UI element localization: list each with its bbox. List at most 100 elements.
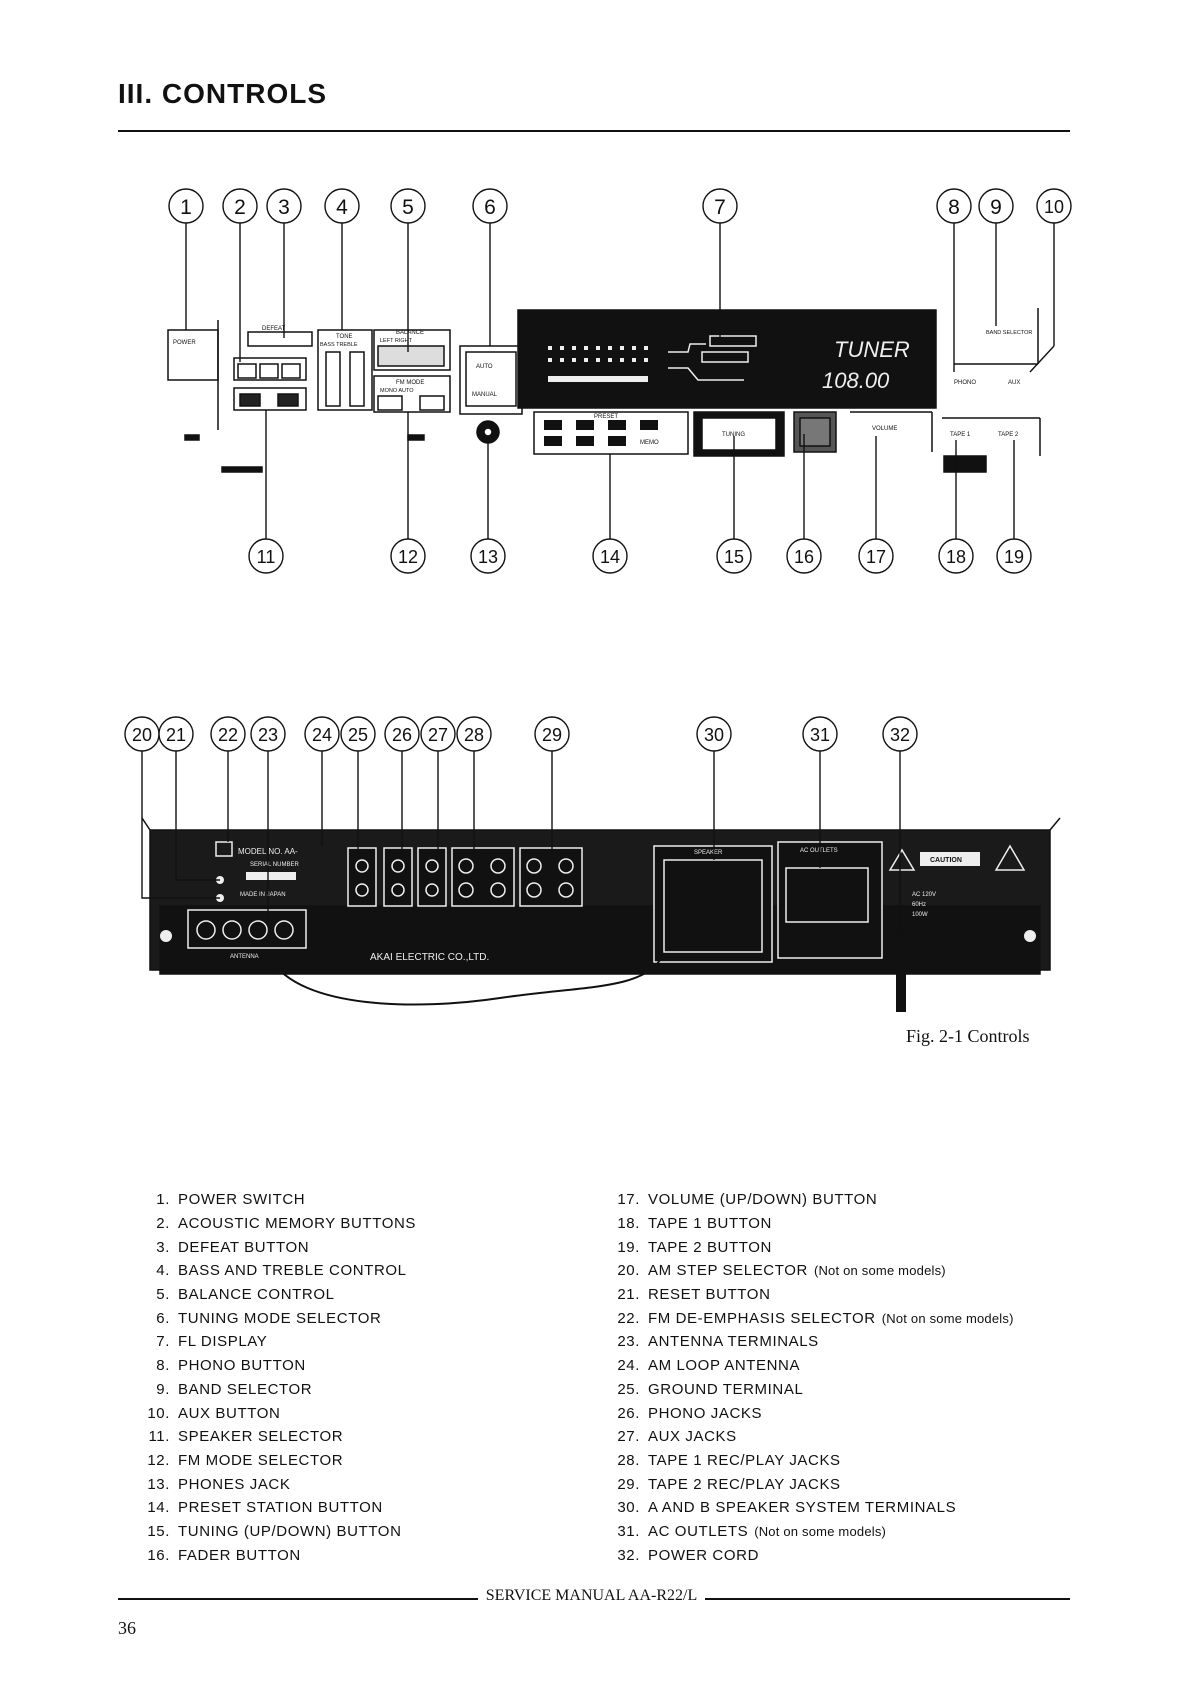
legend-item-number: 4. [156, 1262, 170, 1280]
legend-item: 3.DEFEAT BUTTON [130, 1235, 416, 1259]
band-selector-label: BAND SELECTOR [986, 330, 1032, 336]
legend-item: 21.RESET BUTTON [600, 1283, 1014, 1307]
legend-item: 31.AC OUTLETS(Not on some models) [600, 1520, 1014, 1544]
legend-item-text: FM DE-EMPHASIS SELECTOR [648, 1309, 876, 1327]
svg-text:4: 4 [336, 196, 348, 219]
callout-31: 31 [802, 716, 838, 868]
rear-panel: MODEL NO. AA- SERIAL NUMBER MADE IN JAPA… [141, 817, 1061, 1012]
tone-control-box [317, 329, 373, 411]
callout-29: 29 [534, 716, 570, 858]
callout-13: 13 [470, 443, 506, 574]
callout-10: 10 [1029, 188, 1072, 373]
legend-item: 4. BASS AND TREBLE CONTROL [130, 1259, 416, 1283]
legend-item: 8.PHONO BUTTON [130, 1354, 416, 1378]
svg-text:32: 32 [890, 725, 910, 745]
svg-text:25: 25 [348, 725, 368, 745]
power-switch-box [167, 329, 219, 381]
legend-item-number: 18. [617, 1215, 640, 1233]
callout-11: 11 [248, 410, 284, 574]
caution-triangle-right [994, 844, 1026, 871]
tuning-label: TUNING [722, 432, 745, 438]
legend-item-number: 6. [156, 1309, 170, 1327]
bass-treble-label: BASS TREBLE [320, 342, 358, 348]
legend-item: 1.POWER SWITCH [130, 1188, 416, 1212]
legend-item-text: SPEAKER SELECTOR [178, 1428, 344, 1446]
legend-item: 7. FL DISPLAY [130, 1330, 416, 1354]
caution-label: CAUTION [930, 857, 962, 864]
legend-item-number: 31. [617, 1522, 640, 1540]
phono-label: PHONO [954, 380, 976, 386]
callout-5: 5 [390, 188, 426, 352]
tone-label: TONE [336, 334, 353, 340]
legend-item-text: GROUND TERMINAL [648, 1380, 804, 1398]
legend-item-text: BASS AND TREBLE CONTROL [178, 1262, 407, 1280]
legend-item: 15. TUNING (UP/DOWN) BUTTON [130, 1520, 416, 1544]
auto-label: AUTO [476, 364, 493, 370]
legend-item-text: A AND B SPEAKER SYSTEM TERMINALS [648, 1499, 957, 1517]
legend-item-note: (Not on some models) [881, 1310, 1014, 1326]
display-dots [548, 346, 648, 382]
legend-item-number: 1. [156, 1191, 170, 1209]
legend-item: 10.AUX BUTTON [130, 1401, 416, 1425]
svg-text:30: 30 [704, 725, 724, 745]
legend-item-text: FL DISPLAY [178, 1333, 268, 1351]
legend-item-text: FADER BUTTON [178, 1546, 301, 1564]
footer-text: SERVICE MANUAL AA-R22/L [478, 1587, 705, 1605]
balance-label: BALANCE [396, 330, 424, 336]
svg-text:28: 28 [464, 725, 484, 745]
footer-rule-right [705, 1598, 1070, 1600]
legend-item-number: 12. [147, 1451, 170, 1469]
legend-item-number: 11. [148, 1428, 170, 1446]
legend-item-text: TAPE 1 BUTTON [648, 1215, 772, 1233]
legend-item-number: 14. [147, 1499, 170, 1517]
legend-item-number: 15. [147, 1522, 170, 1540]
legend-item-number: 19. [617, 1238, 640, 1256]
svg-text:22: 22 [218, 725, 238, 745]
legend-item-number: 7. [156, 1333, 170, 1351]
legend-item-text: AM STEP SELECTOR [648, 1262, 808, 1280]
callout-16: 16 [786, 434, 822, 574]
callout-14: 14 [592, 454, 628, 574]
fm-mode-box [373, 375, 451, 413]
power-label: POWER [173, 340, 196, 346]
volume-label: VOLUME [872, 426, 897, 432]
callout-9: 9 [978, 188, 1014, 326]
legend-item-note: (Not on some models) [813, 1263, 946, 1279]
legend-item-number: 21. [617, 1286, 640, 1304]
legend-item-number: 30. [617, 1499, 640, 1517]
callout-21: 21 [158, 716, 220, 881]
rating-freq-label: 60Hz [912, 902, 926, 908]
legend-item-number: 13. [147, 1475, 170, 1493]
legend-item-text: BALANCE CONTROL [178, 1286, 335, 1304]
legend-item-text: TUNING MODE SELECTOR [178, 1309, 382, 1327]
legend-item-number: 26. [617, 1404, 640, 1422]
svg-text:3: 3 [278, 196, 290, 219]
legend-item: 26.PHONO JACKS [600, 1401, 1014, 1425]
fm-mode-label: FM MODE [396, 380, 424, 386]
legend-item: 16.FADER BUTTON [130, 1543, 416, 1567]
legend-item-text: BAND SELECTOR [178, 1380, 313, 1398]
legend-item-text: TAPE 1 REC/PLAY JACKS [648, 1451, 841, 1469]
callouts-top: 1 2 3 4 5 6 7 8 9 10 [168, 188, 1072, 373]
legend-item-text: VOLUME (UP/DOWN) BUTTON [648, 1191, 878, 1209]
page-number: 36 [118, 1618, 136, 1638]
callouts-bottom: 11 12 13 14 15 16 17 18 19 [248, 410, 1032, 574]
mono-auto-label: MONO AUTO [380, 388, 414, 394]
callout-2: 2 [222, 188, 258, 362]
legend-item: 22.FM DE-EMPHASIS SELECTOR(Not on some m… [600, 1306, 1014, 1330]
svg-text:14: 14 [600, 547, 620, 567]
legend-item-text: TAPE 2 REC/PLAY JACKS [648, 1475, 841, 1493]
legend-item-text: PRESET STATION BUTTON [178, 1499, 383, 1517]
legend-item: 20.AM STEP SELECTOR(Not on some models) [600, 1259, 1014, 1283]
legend-item-text: TUNING (UP/DOWN) BUTTON [178, 1522, 402, 1540]
legend-item-text: DEFEAT BUTTON [178, 1238, 310, 1256]
callout-7: 7 [702, 188, 738, 340]
made-in-japan-label: MADE IN JAPAN [240, 892, 286, 898]
callout-4: 4 [324, 188, 360, 330]
antenna-label: ANTENNA [230, 954, 259, 960]
left-right-label: LEFT RIGHT [380, 338, 413, 344]
legend-item-number: 10. [147, 1404, 170, 1422]
speaker-label: SPEAKER [694, 850, 723, 856]
callout-8: 8 [936, 188, 972, 372]
preset-button-panel [533, 411, 689, 455]
